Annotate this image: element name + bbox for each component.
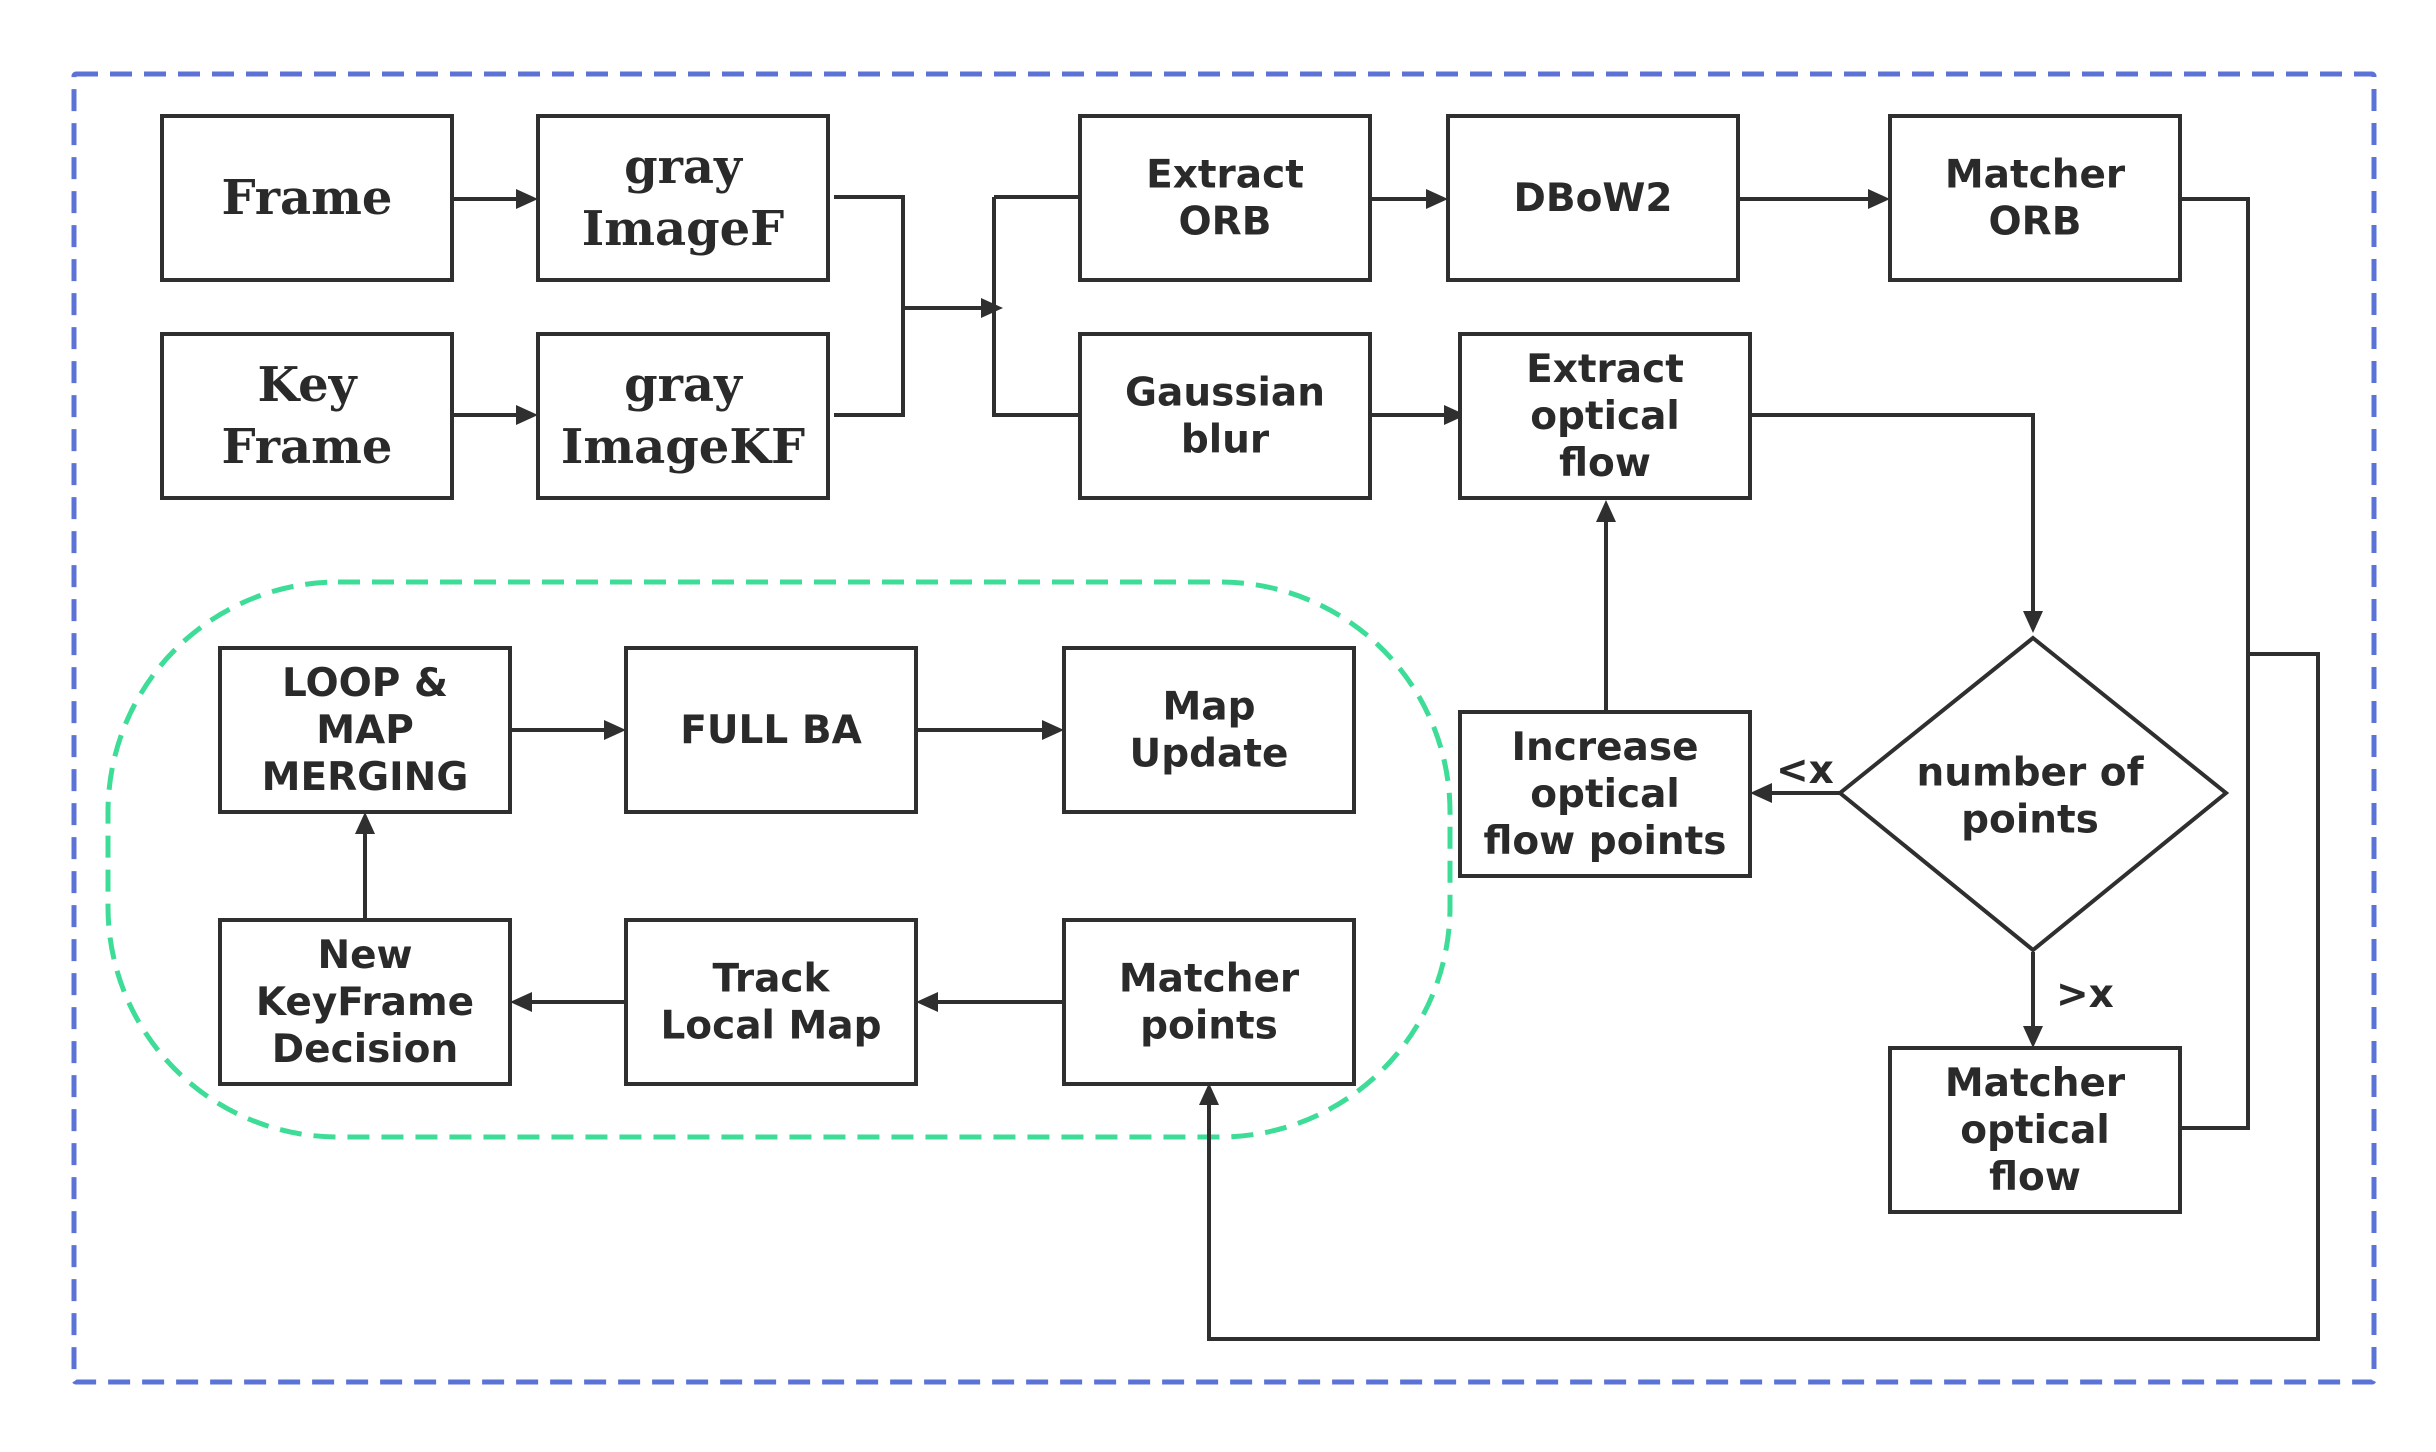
node-label-line: KeyFrame bbox=[256, 980, 474, 1025]
arrowhead bbox=[355, 812, 375, 834]
node-label-line: Decision bbox=[272, 1027, 458, 1072]
node-label-line: Extract bbox=[1526, 347, 1684, 392]
node-label-line: Gaussian bbox=[1125, 371, 1325, 416]
node-label-line: optical bbox=[1960, 1108, 2110, 1153]
node-label-line: Frame bbox=[222, 419, 393, 475]
edge-label-less-than-x: <x bbox=[1776, 748, 1834, 793]
node-label-line: flow bbox=[1989, 1155, 2081, 1200]
node-label-line: Local Map bbox=[660, 1004, 881, 1049]
node-label-line: FULL BA bbox=[680, 708, 862, 753]
node-label-line: points bbox=[1961, 798, 2099, 843]
edge-matcherorb-to-bus bbox=[2180, 197, 2250, 1130]
node-full-ba: FULL BA bbox=[624, 646, 918, 814]
edge-extractflow-to-decision bbox=[1750, 413, 2035, 612]
arrowhead bbox=[1596, 500, 1616, 522]
arrowhead bbox=[1444, 405, 1466, 425]
node-label-line: Matcher bbox=[1945, 1061, 2126, 1106]
arrowhead bbox=[1042, 720, 1064, 740]
svg-text:KeyFrame: KeyFrame bbox=[222, 357, 393, 475]
arrowhead bbox=[916, 992, 938, 1012]
node-label-line: Map bbox=[1162, 685, 1255, 730]
node-label-line: Matcher bbox=[1119, 957, 1300, 1002]
node-label-line: New bbox=[317, 933, 412, 978]
edge-grayimagekf-merge bbox=[834, 308, 905, 417]
arrowhead bbox=[2023, 611, 2043, 633]
node-label-line: Extract bbox=[1146, 153, 1304, 198]
node-label-line: gray bbox=[624, 357, 744, 413]
node-dbow2: DBoW2 bbox=[1446, 114, 1740, 282]
node-label-line: Update bbox=[1130, 732, 1289, 777]
node-label-line: optical bbox=[1530, 772, 1680, 817]
edge-label-greater-than-x: >x bbox=[2056, 972, 2114, 1017]
node-label-line: Matcher bbox=[1945, 153, 2126, 198]
node-label-line: DBoW2 bbox=[1513, 176, 1672, 221]
svg-text:DBoW2: DBoW2 bbox=[1513, 176, 1672, 221]
node-label-line: blur bbox=[1181, 418, 1270, 463]
svg-text:FULL BA: FULL BA bbox=[680, 708, 862, 753]
arrowhead bbox=[2023, 1026, 2043, 1048]
node-label-line: optical bbox=[1530, 394, 1680, 439]
node-label-line: LOOP & bbox=[282, 661, 448, 706]
arrowhead bbox=[1868, 189, 1890, 209]
node-label-line: flow bbox=[1559, 441, 1651, 486]
node-label-line: flow points bbox=[1483, 819, 1726, 864]
node-label-line: points bbox=[1140, 1004, 1278, 1049]
node-label-line: ImageF bbox=[582, 201, 785, 257]
svg-text:Frame: Frame bbox=[222, 170, 393, 226]
node-label-line: ORB bbox=[1179, 200, 1272, 245]
node-label-line: ORB bbox=[1989, 200, 2082, 245]
node-label-line: gray bbox=[624, 139, 744, 195]
node-label-line: number of bbox=[1916, 751, 2144, 796]
node-label-line: ImageKF bbox=[561, 419, 805, 475]
connectors bbox=[355, 189, 2320, 1341]
arrowhead bbox=[516, 405, 538, 425]
node-label-line: MERGING bbox=[262, 755, 469, 800]
edge-bus-to-matcherpoints bbox=[1207, 652, 2320, 1341]
node-label-line: MAP bbox=[316, 708, 414, 753]
arrowhead bbox=[1426, 189, 1448, 209]
node-label-line: Increase bbox=[1511, 725, 1698, 770]
edge-split-to-extract-orb bbox=[992, 197, 1080, 417]
node-label-line: Key bbox=[257, 357, 358, 413]
arrowhead bbox=[510, 992, 532, 1012]
arrowhead bbox=[1199, 1083, 1219, 1105]
node-label-line: Track bbox=[713, 957, 831, 1002]
edge-grayimagef-merge bbox=[834, 195, 905, 308]
arrowhead bbox=[1750, 783, 1772, 803]
arrowhead bbox=[604, 720, 626, 740]
arrowhead bbox=[516, 189, 538, 209]
node-frame: Frame bbox=[160, 114, 454, 282]
node-label-line: Frame bbox=[222, 170, 393, 226]
